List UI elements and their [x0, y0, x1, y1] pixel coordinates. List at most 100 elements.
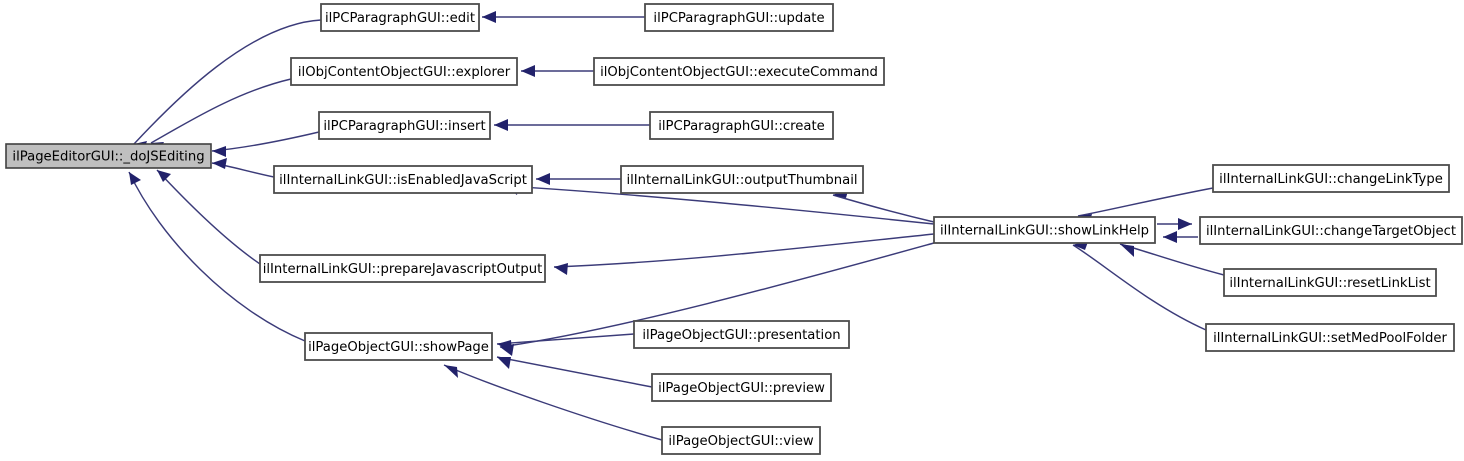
- edge-outputThumbnail-to-isEnabledJavaScript: [536, 173, 621, 185]
- edge-line: [496, 356, 653, 388]
- edge-showPage-to-doJSEditing: [128, 171, 306, 342]
- arrowhead-icon: [157, 170, 171, 182]
- edge-line: [128, 171, 306, 342]
- arrowhead-icon: [1120, 244, 1134, 257]
- node-box[interactable]: [273, 165, 533, 194]
- node-label: ilInternalLinkGUI::showLinkHelp: [940, 224, 1149, 239]
- node-label: ilPageObjectGUI::presentation: [642, 328, 840, 343]
- edge-line: [211, 131, 320, 152]
- arrowhead-icon: [554, 263, 568, 275]
- node-box[interactable]: [1212, 164, 1450, 193]
- node-box[interactable]: [5, 143, 212, 169]
- graph-node-preview[interactable]: ilPageObjectGUI::preview: [651, 373, 832, 402]
- edge-line: [1119, 243, 1225, 276]
- graph-node-view[interactable]: ilPageObjectGUI::view: [661, 426, 821, 455]
- node-box[interactable]: [318, 111, 491, 140]
- edge-changeTargetObject-to-showLinkHelp: [1163, 231, 1198, 243]
- node-label: ilPCParagraphGUI::update: [653, 11, 824, 26]
- arrowhead-icon: [494, 119, 508, 131]
- node-box[interactable]: [1199, 216, 1463, 245]
- node-box[interactable]: [1223, 268, 1437, 297]
- node-label: ilObjContentObjectGUI::explorer: [298, 65, 511, 80]
- edge-preview-to-showPage: [496, 356, 653, 388]
- graph-node-presentation[interactable]: ilPageObjectGUI::presentation: [633, 320, 850, 349]
- node-box[interactable]: [651, 373, 832, 402]
- edge-isEnabledJavaScript-to-doJSEditing: [211, 158, 275, 178]
- node-box[interactable]: [593, 57, 885, 86]
- graph-node-create[interactable]: ilPCParagraphGUI::create: [649, 111, 834, 140]
- graph-node-explorer[interactable]: ilObjContentObjectGUI::explorer: [290, 57, 518, 86]
- edge-line: [156, 169, 261, 265]
- edge-line: [150, 78, 292, 144]
- graph-node-update[interactable]: ilPCParagraphGUI::update: [644, 3, 834, 32]
- graph-node-setMedPoolFolder[interactable]: ilInternalLinkGUI::setMedPoolFolder: [1205, 323, 1455, 352]
- graph-node-changeTargetObject[interactable]: ilInternalLinkGUI::changeTargetObject: [1199, 216, 1463, 245]
- graph-node-isEnabledJavaScript[interactable]: ilInternalLinkGUI::isEnabledJavaScript: [273, 165, 533, 194]
- edge-create-to-insert: [494, 119, 650, 131]
- arrowhead-icon: [129, 172, 141, 185]
- node-box[interactable]: [933, 216, 1156, 244]
- node-box[interactable]: [290, 57, 518, 86]
- edge-line: [499, 242, 935, 348]
- node-label: ilInternalLinkGUI::outputThumbnail: [626, 173, 857, 188]
- graph-node-changeLinkType[interactable]: ilInternalLinkGUI::changeLinkType: [1212, 164, 1450, 193]
- arrowhead-icon: [212, 158, 227, 169]
- node-label: ilPageObjectGUI::preview: [658, 381, 825, 396]
- arrowhead-icon: [536, 173, 550, 185]
- node-label: ilInternalLinkGUI::prepareJavascriptOutp…: [263, 262, 543, 277]
- graph-node-outputThumbnail[interactable]: ilInternalLinkGUI::outputThumbnail: [620, 165, 864, 194]
- node-label: ilPageObjectGUI::view: [668, 434, 813, 449]
- edge-executeCommand-to-explorer: [521, 65, 594, 77]
- node-box[interactable]: [661, 426, 821, 455]
- node-label: ilInternalLinkGUI::changeLinkType: [1219, 172, 1443, 187]
- edge-edit-to-doJSEditing: [133, 19, 322, 153]
- graph-node-doJSEditing[interactable]: ilPageEditorGUI::_doJSEditing: [5, 143, 212, 169]
- arrowhead-icon: [1178, 218, 1192, 230]
- node-label: ilInternalLinkGUI::isEnabledJavaScript: [279, 173, 527, 188]
- node-box[interactable]: [633, 320, 850, 349]
- node-layer: ilPageEditorGUI::_doJSEditing ilPCParagra…: [5, 3, 1463, 455]
- edge-line: [832, 194, 935, 223]
- edge-view-to-showPage: [443, 364, 663, 441]
- node-box[interactable]: [620, 165, 864, 194]
- node-label: ilPageEditorGUI::_doJSEditing: [12, 150, 204, 165]
- edge-line: [553, 233, 935, 268]
- node-box[interactable]: [259, 254, 546, 283]
- edge-line: [1077, 187, 1214, 217]
- node-label: ilInternalLinkGUI::resetLinkList: [1229, 276, 1430, 291]
- node-label: ilPCParagraphGUI::edit: [325, 11, 475, 26]
- node-box[interactable]: [304, 332, 493, 361]
- arrowhead-icon: [482, 11, 496, 23]
- node-box[interactable]: [1205, 323, 1455, 352]
- graph-node-showLinkHelp[interactable]: ilInternalLinkGUI::showLinkHelp: [933, 216, 1156, 244]
- edge-layer: [128, 11, 1225, 441]
- edge-line: [1072, 244, 1207, 331]
- arrowhead-icon: [521, 65, 535, 77]
- graph-node-showPage[interactable]: ilPageObjectGUI::showPage: [304, 332, 493, 361]
- arrowhead-icon: [212, 146, 226, 157]
- edge-line: [133, 19, 322, 145]
- arrowhead-icon: [1163, 231, 1177, 243]
- graph-node-insert[interactable]: ilPCParagraphGUI::insert: [318, 111, 491, 140]
- graph-node-edit[interactable]: ilPCParagraphGUI::edit: [320, 3, 480, 32]
- node-label: ilPCParagraphGUI::create: [658, 119, 825, 134]
- node-label: ilInternalLinkGUI::setMedPoolFolder: [1213, 331, 1447, 346]
- graph-node-executeCommand[interactable]: ilObjContentObjectGUI::executeCommand: [593, 57, 885, 86]
- node-box[interactable]: [644, 3, 834, 32]
- edge-update-to-edit: [482, 11, 645, 23]
- arrowhead-icon: [497, 357, 511, 369]
- node-label: ilPCParagraphGUI::insert: [323, 119, 485, 134]
- graph-node-prepareJsOutput[interactable]: ilInternalLinkGUI::prepareJavascriptOutp…: [259, 254, 546, 283]
- edge-insert-to-doJSEditing: [211, 131, 320, 157]
- edge-line: [496, 333, 635, 345]
- arrowhead-icon: [444, 365, 458, 378]
- graph-node-resetLinkList[interactable]: ilInternalLinkGUI::resetLinkList: [1223, 268, 1437, 297]
- edge-resetLinkList-to-showLinkHelp: [1119, 243, 1225, 276]
- node-box[interactable]: [649, 111, 834, 140]
- node-box[interactable]: [320, 3, 480, 32]
- edge-line: [443, 364, 663, 441]
- edge-prepareJsOutput-to-doJSEditing: [156, 169, 261, 265]
- edge-line: [504, 185, 935, 225]
